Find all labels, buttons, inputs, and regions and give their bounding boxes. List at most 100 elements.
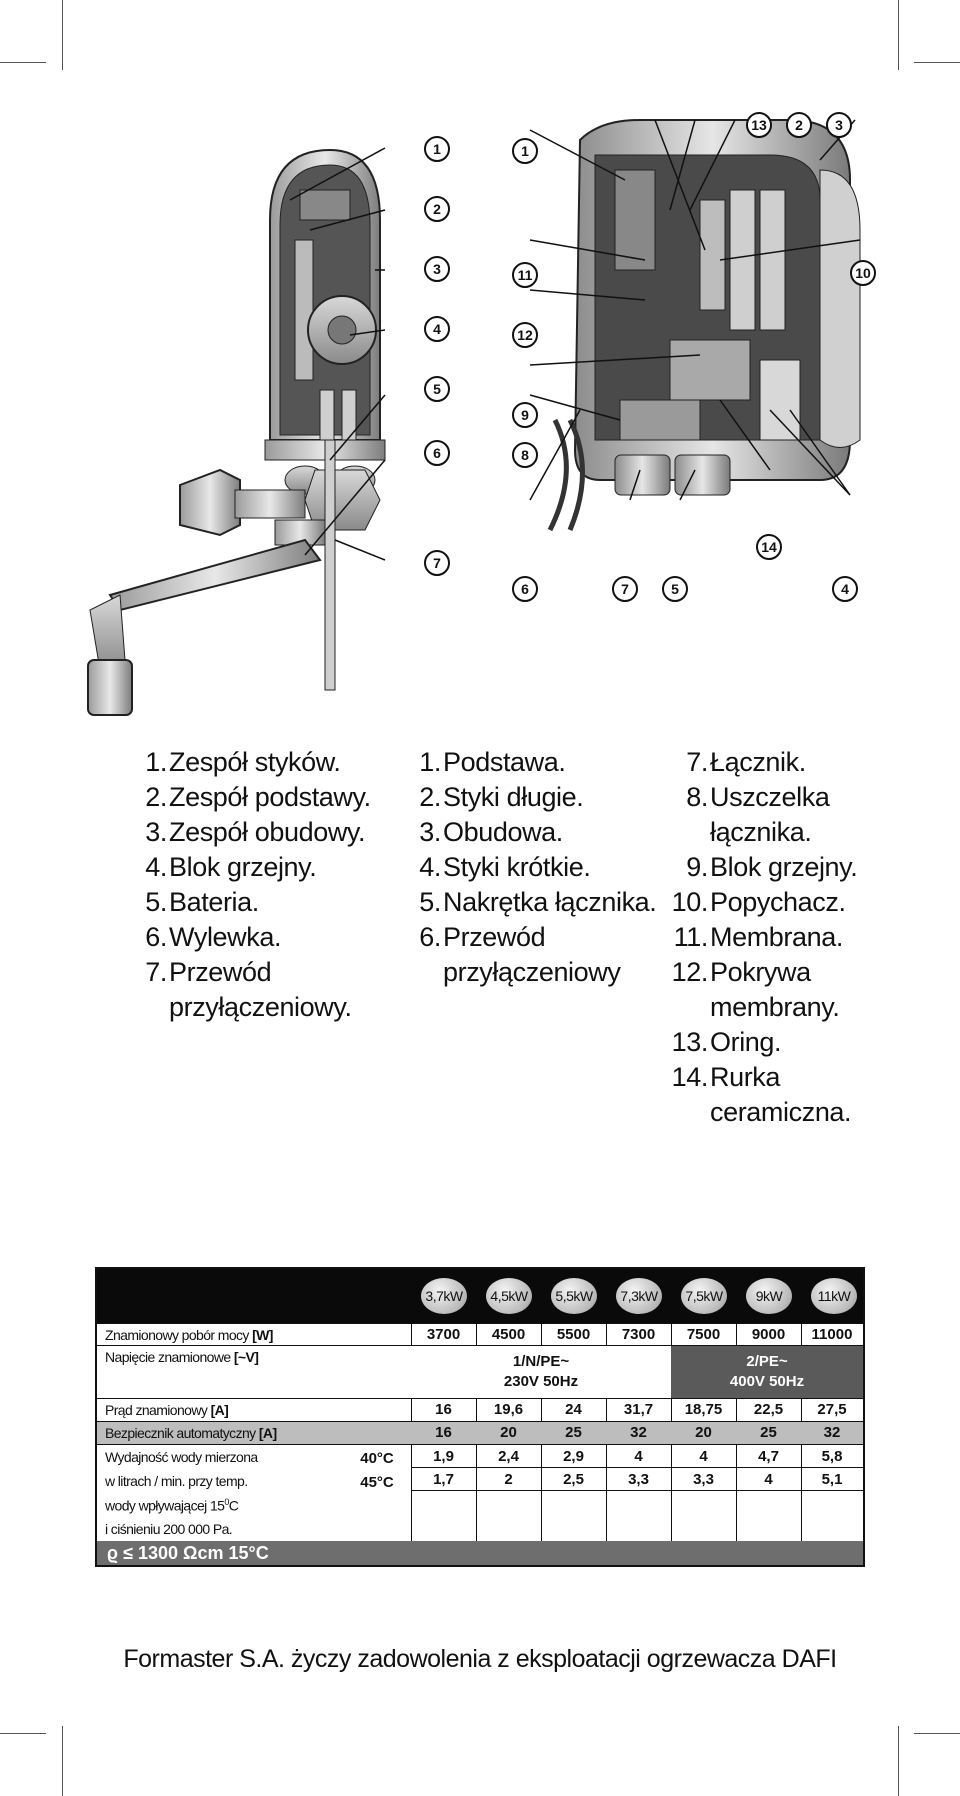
legend-number: 8.: [686, 782, 708, 812]
power-label: Znamionowy pobór mocy [W]: [105, 1327, 273, 1343]
legend-number: 2.: [145, 782, 167, 812]
model-badge: 7,5kW: [681, 1278, 727, 1314]
column-divider: [476, 1398, 477, 1543]
legend-text: Przewód: [443, 922, 546, 952]
callout-number: 5: [424, 376, 450, 402]
voltage-group-2-line-1: 2/PE~: [746, 1353, 788, 1370]
legend-text: Popychacz.: [710, 887, 846, 917]
legend-item: 9.Blok grzejny.: [665, 850, 857, 885]
legend-number: 10.: [671, 887, 709, 917]
legend-item: 12.Pokrywa: [665, 955, 857, 990]
current-value: 27,5: [817, 1401, 847, 1418]
column-divider: [801, 1398, 802, 1543]
voltage-group-2-line-2: 400V 50Hz: [729, 1373, 805, 1390]
callout-number: 7: [424, 550, 450, 576]
left-heater-figure: 1 2 3 4 5 6 7: [80, 136, 480, 720]
callout-number: 12: [512, 322, 538, 348]
voltage-group-2: 2/PE~ 400V 50Hz: [671, 1346, 863, 1399]
legend-item: 6.Przewód: [415, 920, 656, 955]
column-divider: [736, 1323, 737, 1345]
legend-item: 1.Podstawa.: [415, 745, 656, 780]
legend-number: [135, 990, 167, 1025]
legend-number: 2.: [419, 782, 441, 812]
power-row: Znamionowy pobór mocy [W] 3700 4500 5500…: [97, 1323, 863, 1345]
legend-item: 2.Styki długie.: [415, 780, 656, 815]
current-value: 19,6: [493, 1401, 524, 1418]
legend-column-3: 7.Łącznik. 8.Uszczelka łącznika. 9.Blok …: [665, 745, 858, 1130]
flow-label-line: w litrach / min. przy temp.: [105, 1473, 248, 1489]
legend-text: Styki krótkie.: [443, 852, 591, 882]
column-divider: [736, 1398, 737, 1543]
voltage-label: Napięcie znamionowe [~V]: [105, 1349, 259, 1365]
legend-item: ceramiczna.: [665, 1095, 857, 1130]
model-badge: 4,5kW: [486, 1278, 532, 1314]
power-value: 7500: [686, 1326, 721, 1343]
current-value: 22,5: [753, 1401, 784, 1418]
legend-item: 7.Łącznik.: [665, 745, 857, 780]
power-value: 7300: [621, 1326, 656, 1343]
legend-item: 3.Obudowa.: [415, 815, 656, 850]
legend-text: Zespół obudowy.: [169, 817, 366, 847]
column-divider: [541, 1323, 542, 1345]
power-value: 5500: [556, 1326, 591, 1343]
legend-text: Podstawa.: [443, 747, 566, 777]
callout-number: 2: [424, 196, 450, 222]
legend-number: 6.: [419, 922, 441, 952]
crop-mark: [62, 0, 63, 70]
legend-text: Obudowa.: [443, 817, 563, 847]
column-divider: [541, 1398, 542, 1543]
legend-number: [665, 815, 708, 850]
crop-mark: [0, 1733, 46, 1734]
legend-number: 7.: [145, 957, 167, 987]
legend-text: Rurka: [710, 1062, 781, 1092]
model-badge: 5,5kW: [551, 1278, 597, 1314]
crop-mark: [898, 0, 899, 70]
callout-number: 6: [512, 576, 538, 602]
model-badge: 7,3kW: [616, 1278, 662, 1314]
legend-text: Blok grzejny.: [710, 852, 858, 882]
legend-item: przyłączeniowy: [415, 955, 656, 990]
column-divider: [606, 1323, 607, 1345]
closing-message: Formaster S.A. życzy zadowolenia z ekspl…: [123, 1645, 837, 1673]
power-value: 4500: [491, 1326, 526, 1343]
callout-number: 4: [424, 316, 450, 342]
legend-text: Zespół styków.: [169, 747, 341, 777]
model-badge: 9kW: [746, 1278, 792, 1314]
fuse-value: 32: [823, 1424, 841, 1441]
fuse-value: 20: [695, 1424, 712, 1441]
flow-45-value: 2,5: [563, 1471, 584, 1488]
flow-40-value: 4: [634, 1448, 643, 1465]
fuse-value: 25: [760, 1424, 777, 1441]
flow-40-value: 4,7: [758, 1448, 779, 1465]
legend-text: Przewód: [169, 957, 272, 987]
crop-mark: [898, 1726, 899, 1796]
resistivity-footer: ϱ ≤ 1300 Ωcm 15°C: [97, 1541, 863, 1565]
crop-mark: [914, 1733, 960, 1734]
callout-number: 9: [512, 402, 538, 428]
legend-text: Pokrywa: [710, 957, 811, 987]
right-heater-figure: 1 11 12 9 8 6 13 2 3 10 14 7 5 4: [512, 110, 890, 610]
legend-text: przyłączeniowy.: [169, 992, 352, 1022]
right-heater-drawing: [529, 119, 861, 532]
callout-number: 10: [850, 260, 876, 286]
callout-number: 1: [512, 138, 538, 164]
flow-40-value: 2,9: [563, 1448, 584, 1465]
current-value: 31,7: [623, 1401, 654, 1418]
callout-number: 1: [424, 136, 450, 162]
legend-text: Blok grzejny.: [169, 852, 317, 882]
legend-item: łącznika.: [665, 815, 857, 850]
flow-45-value: 3,3: [628, 1471, 649, 1488]
fuse-value: 20: [500, 1424, 517, 1441]
table-header: [97, 1269, 863, 1323]
legend-item: 4.Blok grzejny.: [135, 850, 371, 885]
flow-45-value: 2: [504, 1471, 513, 1488]
legend-text: przyłączeniowy: [443, 957, 621, 987]
legend-column-2: 1.Podstawa. 2.Styki długie. 3.Obudowa. 4…: [415, 745, 657, 990]
legend-item: 5.Nakrętka łącznika.: [415, 885, 657, 920]
legend-item: 14.Rurka: [665, 1060, 857, 1095]
legend-number: 5.: [145, 887, 167, 917]
flow-inner-divider: [411, 1467, 863, 1468]
legend-text: Nakrętka łącznika.: [443, 887, 657, 917]
voltage-row: Napięcie znamionowe [~V] 1/N/PE~ 230V 50…: [97, 1345, 863, 1399]
crop-mark: [62, 1726, 63, 1796]
